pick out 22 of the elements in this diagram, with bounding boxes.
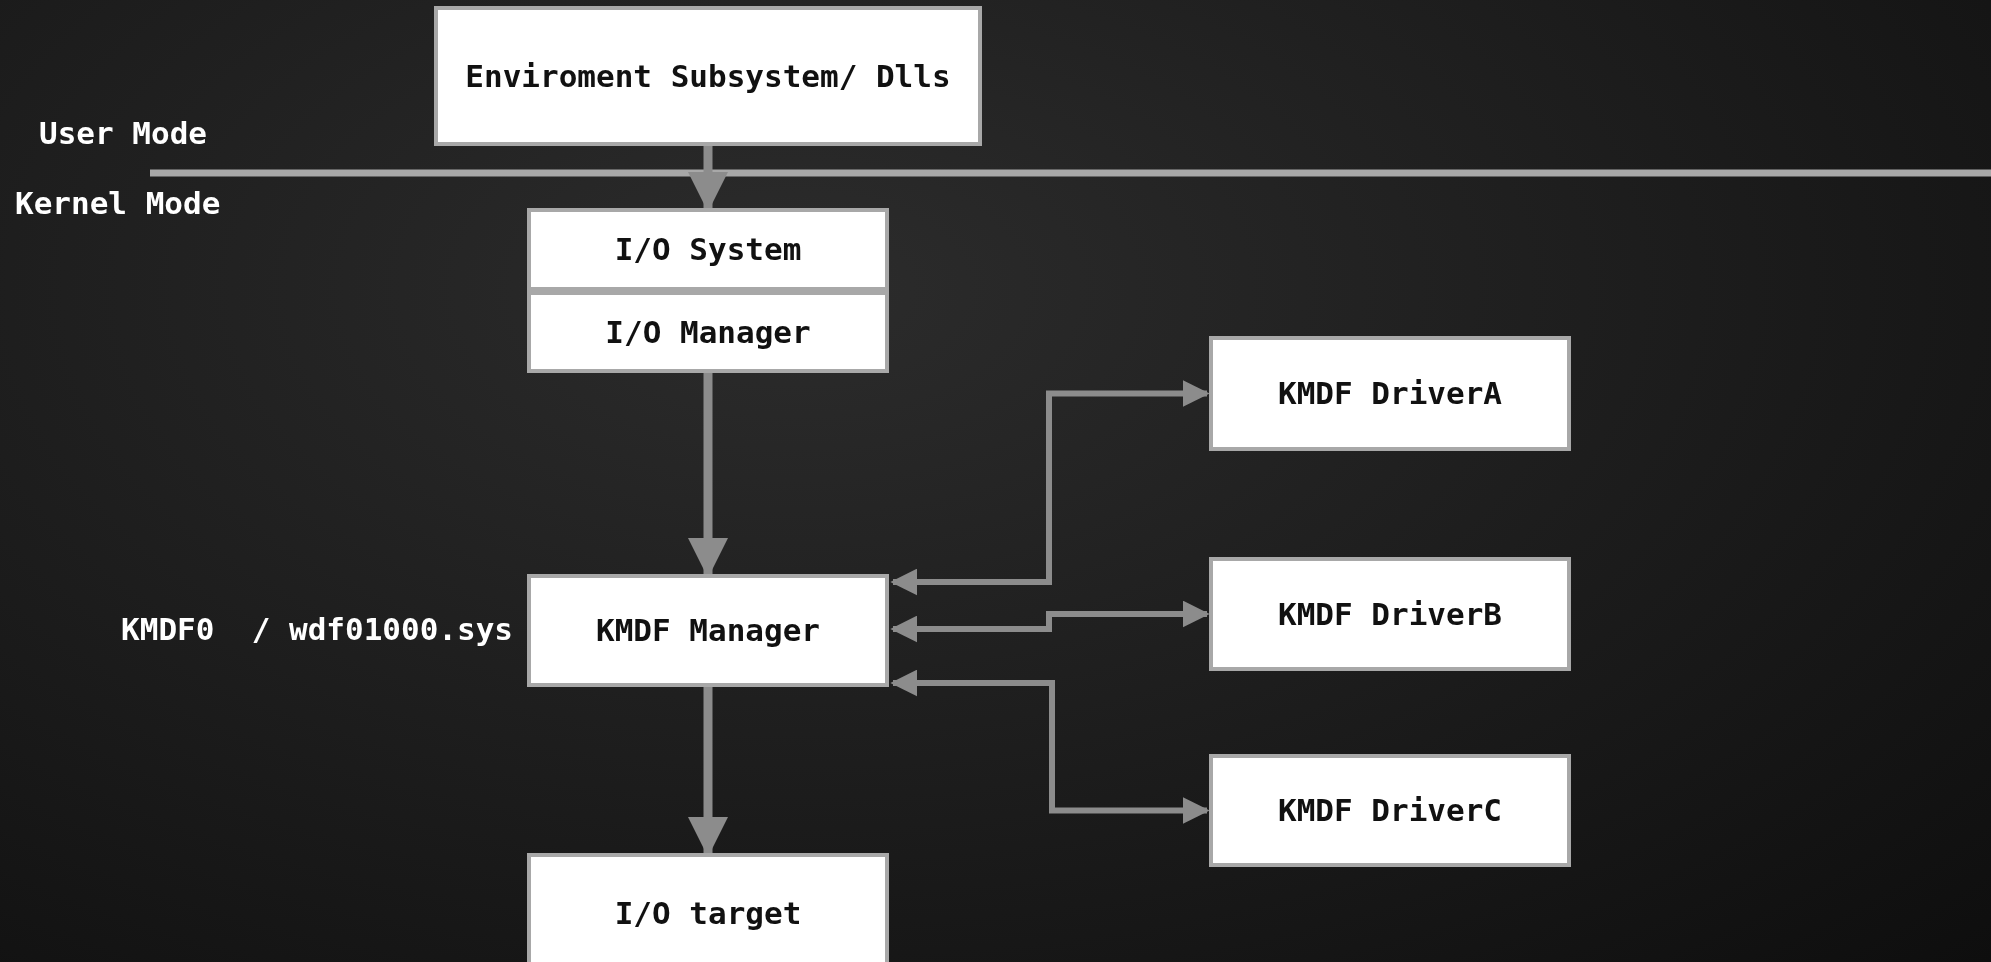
node-text: I/O System	[614, 230, 802, 269]
node-text: KMDF DriverB	[1278, 594, 1502, 634]
node-text: Enviroment Subsystem/ Dlls	[465, 56, 951, 96]
node-text: KMDF Manager	[596, 611, 820, 650]
process-box	[527, 291, 889, 373]
mode-label: Kernel Mode	[15, 185, 221, 221]
process-box	[1209, 557, 1571, 671]
node-text: KMDF DriverC	[1278, 791, 1502, 830]
node-caption: KMDF0 / wdf01000.sys	[121, 610, 513, 647]
arrow	[890, 380, 1210, 596]
node-text: I/O target	[614, 893, 802, 933]
process-box	[527, 574, 889, 687]
process-box	[434, 6, 982, 146]
node-text: KMDF DriverA	[1278, 374, 1502, 413]
process-box	[1209, 754, 1571, 867]
process-box	[527, 853, 889, 962]
process-box	[527, 208, 889, 291]
process-box	[1209, 336, 1571, 451]
arrow	[890, 600, 1210, 643]
arrow	[890, 669, 1210, 824]
node-text: I/O Manager	[605, 312, 811, 352]
mode-label: User Mode	[39, 115, 207, 151]
